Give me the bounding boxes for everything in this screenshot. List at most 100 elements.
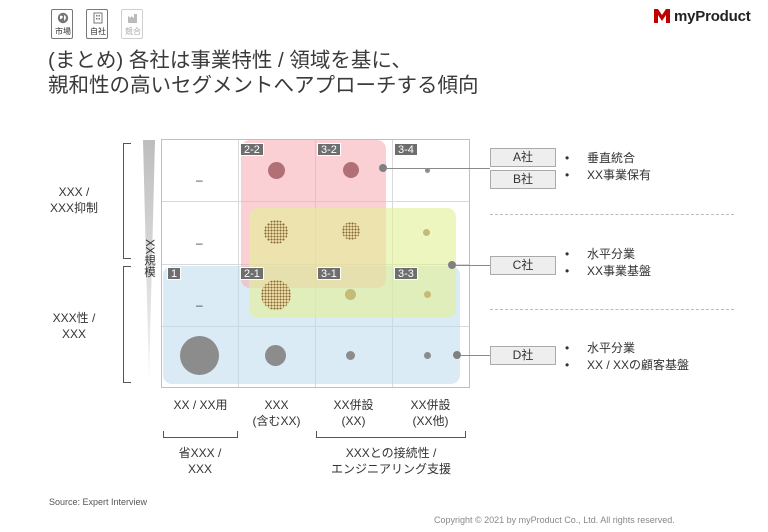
page-title-line2: 親和性の高いセグメントへアプローチする傾向 [48, 74, 479, 97]
column-label-line1: XXX [264, 398, 289, 412]
company-box-d: D社 [490, 346, 556, 365]
bubble [265, 345, 286, 366]
leader-knob [448, 261, 456, 269]
company-box-b: B社 [490, 170, 556, 189]
cell-badge: 2-1 [240, 267, 264, 280]
cell-badge: 2-2 [240, 143, 264, 156]
row-group-label-line1: XXX / [58, 185, 90, 199]
bubble [343, 162, 359, 178]
tab-market-label: 市場 [55, 27, 71, 36]
bubble [425, 168, 430, 173]
brand-mark-icon [654, 9, 670, 23]
leader-line [460, 355, 490, 356]
column-label: XXX (含むXX) [238, 397, 315, 429]
column-label-line2: (含むXX) [252, 414, 301, 428]
column-group-bracket [163, 431, 238, 438]
copyright: Copyright © 2021 by myProduct Co., Ltd. … [434, 515, 675, 525]
bubble [424, 352, 431, 359]
empty-cell-marker: – [196, 173, 203, 187]
row-group-label: XXX / XXX抑制 [34, 184, 114, 216]
company-point: • XX事業保有 [565, 167, 651, 183]
globe-icon [57, 12, 69, 24]
bullet: • [565, 264, 570, 278]
column-group-bracket [316, 431, 466, 438]
bullet: • [565, 358, 570, 372]
column-label: XX / XX用 [162, 397, 239, 413]
tab-competitor-label: 競合 [125, 27, 141, 36]
column-label: XX併設 (XX他) [392, 397, 469, 429]
column-label-line2: (XX他) [412, 414, 449, 428]
cell-badge: 3-4 [394, 143, 418, 156]
tab-own-company[interactable]: 自社 [86, 9, 108, 39]
brand-name: myProduct [674, 7, 751, 25]
company-point-text: 水平分業 [587, 247, 636, 261]
divider [490, 214, 734, 215]
company-box-a: A社 [490, 148, 556, 167]
cell-badge: 3-3 [394, 267, 418, 280]
brand-logo: myProduct [654, 6, 751, 26]
row-group-bracket [123, 143, 131, 259]
leader-knob [379, 164, 387, 172]
cell-badge: 3-1 [317, 267, 341, 280]
cell-badge: 1 [167, 267, 182, 280]
page-title: (まとめ) 各社は事業特性 / 領域を基に、 親和性の高いセグメントへアプローチ… [48, 48, 479, 98]
column-label-line1: XX併設 [333, 398, 374, 412]
empty-cell-marker: – [196, 298, 203, 312]
company-point: • 水平分業 [565, 246, 635, 262]
building-icon [93, 12, 103, 24]
bullet: • [565, 168, 570, 182]
company-point: • 水平分業 [565, 340, 635, 356]
bubble [346, 351, 355, 360]
company-point: • 垂直統合 [565, 150, 635, 166]
cell-badge: 3-2 [317, 143, 341, 156]
bullet: • [565, 341, 570, 355]
company-point-text: 水平分業 [587, 341, 636, 355]
bubble [268, 162, 285, 179]
leader-line [455, 265, 490, 266]
bullet: • [565, 151, 570, 165]
bubble [345, 289, 356, 300]
tab-own-company-label: 自社 [90, 27, 106, 36]
y-axis-label: XX規模 [143, 239, 155, 278]
page-title-line1: (まとめ) 各社は事業特性 / 領域を基に、 [48, 49, 412, 72]
divider [490, 309, 734, 310]
row-group-bracket [123, 266, 131, 383]
company-point-text: XX事業基盤 [587, 264, 652, 278]
row-group-label-line2: XXX抑制 [49, 201, 98, 215]
company-box-c: C社 [490, 256, 556, 275]
grid-line [238, 140, 239, 387]
bullet: • [565, 247, 570, 261]
tab-market[interactable]: 市場 [51, 9, 73, 39]
column-label-line2: (XX) [341, 414, 366, 428]
leader-knob [453, 351, 461, 359]
leader-line [386, 168, 490, 169]
factory-icon [128, 14, 137, 23]
empty-cell-marker: – [196, 236, 203, 250]
column-group-label-line1: 省XXX / [178, 446, 222, 460]
column-group-label: XXXとの接続性 / エンジニアリング支援 [316, 445, 466, 477]
column-group-label-line1: XXXとの接続性 / [345, 446, 437, 460]
bubble [180, 336, 219, 375]
row-group-label-line1: XXX性 / [52, 311, 96, 325]
tab-competitor[interactable]: 競合 [121, 9, 143, 39]
company-point-text: XX / XXの顧客基盤 [587, 358, 690, 372]
bubble [424, 291, 431, 298]
column-label: XX併設 (XX) [315, 397, 392, 429]
company-point-text: 垂直統合 [587, 151, 636, 165]
column-label-line1: XX併設 [410, 398, 451, 412]
source-note: Source: Expert Interview [49, 497, 148, 507]
column-group-label-line2: エンジニアリング支援 [330, 462, 451, 476]
company-point: • XX / XXの顧客基盤 [565, 357, 689, 373]
bubble [264, 220, 288, 244]
bubble [423, 229, 430, 236]
company-point: • XX事業基盤 [565, 263, 651, 279]
column-label-line1: XX / XX用 [173, 398, 228, 412]
column-group-label: 省XXX / XXX [150, 445, 250, 477]
row-group-label: XXX性 / XXX [34, 310, 114, 342]
bubble [261, 280, 291, 310]
company-point-text: XX事業保有 [587, 168, 652, 182]
y-axis-triangle [143, 140, 155, 380]
column-group-label-line2: XXX [187, 462, 212, 476]
bubble [342, 222, 360, 240]
row-group-label-line2: XXX [61, 327, 86, 341]
